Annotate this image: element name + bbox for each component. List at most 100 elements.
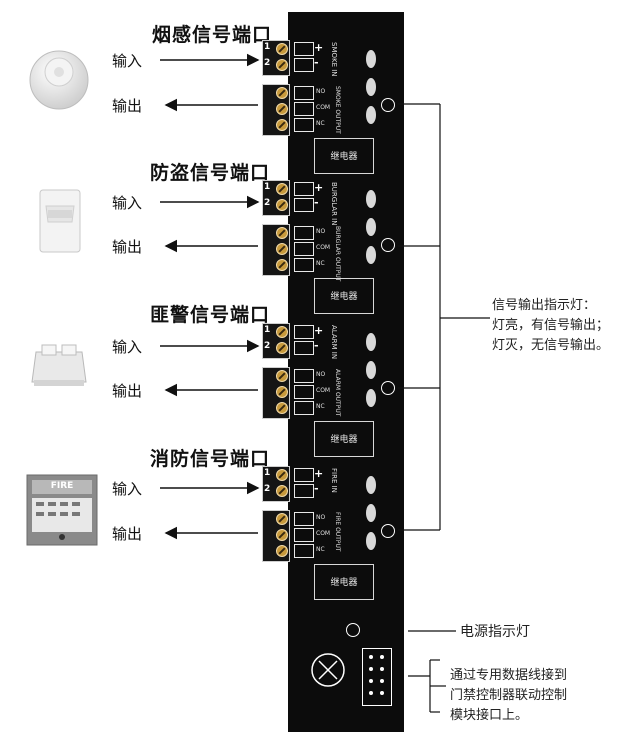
input-label-smoke: 输入 — [112, 52, 143, 70]
status-led-oval — [366, 361, 376, 379]
terminal-screw-icon — [276, 402, 288, 414]
terminal-screw-icon — [276, 386, 288, 398]
output-pin-label: NO — [316, 514, 326, 521]
status-led-oval — [366, 78, 376, 96]
indicator-note-line3: 灯灭，无信号输出。 — [492, 338, 610, 353]
output-pin-box — [294, 528, 314, 542]
terminal-screw-icon — [276, 342, 288, 354]
output-indicator-led — [381, 98, 395, 112]
output-pin-box — [294, 512, 314, 526]
connector-note-line2: 门禁控制器联动控制 — [450, 688, 568, 703]
status-led-oval — [366, 476, 376, 494]
status-led-oval — [366, 246, 376, 264]
status-led-oval — [366, 190, 376, 208]
terminal-number: 1 — [264, 42, 271, 52]
input-pin-box — [294, 484, 314, 498]
output-pin-box — [294, 544, 314, 558]
port-title-fire: 消防信号端口 — [150, 448, 271, 470]
smoke-detector-icon — [26, 44, 92, 110]
terminal-screw-icon — [276, 59, 288, 71]
power-led — [346, 623, 360, 637]
output-pin-label: NC — [316, 403, 325, 410]
input-pin-box — [294, 198, 314, 212]
input-tag: BURGLAR IN — [330, 182, 338, 226]
output-pin-box — [294, 86, 314, 100]
output-pin-box — [294, 242, 314, 256]
relay-box: 继电器 — [314, 421, 374, 457]
output-pin-label: COM — [316, 530, 331, 537]
output-pin-label: NO — [316, 88, 326, 95]
indicator-note: 信号输出指示灯： 灯亮，有信号输出； 灯灭，无信号输出。 — [492, 296, 609, 356]
connector-note-line1: 通过专用数据线接到 — [450, 668, 568, 683]
alarm-button-icon — [30, 342, 88, 390]
terminal-number: 1 — [264, 468, 271, 478]
buzzer-icon — [310, 652, 346, 688]
output-indicator-led — [381, 524, 395, 538]
input-tag: ALARM IN — [330, 325, 338, 360]
terminal-screw-icon — [276, 119, 288, 131]
output-pin-label: NO — [316, 371, 326, 378]
terminal-screw-icon — [276, 469, 288, 481]
terminal-screw-icon — [276, 199, 288, 211]
output-pin-box — [294, 369, 314, 383]
input-pin-label: - — [314, 482, 319, 495]
output-indicator-led — [381, 381, 395, 395]
input-label-fire: 输入 — [112, 480, 143, 498]
output-pin-label: NO — [316, 228, 326, 235]
output-tag: ALARM OUTPUT — [334, 369, 341, 417]
input-label-alarm: 输入 — [112, 338, 143, 356]
output-tag: SMOKE OUTPUT — [334, 86, 341, 134]
output-pin-label: COM — [316, 244, 331, 251]
input-pin-label: + — [314, 324, 324, 337]
terminal-number: 2 — [264, 341, 271, 351]
connector-note: 通过专用数据线接到 门禁控制器联动控制 模块接口上。 — [450, 666, 567, 726]
terminal-screw-icon — [276, 43, 288, 55]
output-pin-label: NC — [316, 546, 325, 553]
input-pin-label: - — [314, 196, 319, 209]
output-pin-box — [294, 226, 314, 240]
status-led-oval — [366, 218, 376, 236]
input-label-burglar: 输入 — [112, 194, 143, 212]
terminal-number: 1 — [264, 325, 271, 335]
status-led-oval — [366, 333, 376, 351]
status-led-oval — [366, 389, 376, 407]
terminal-screw-icon — [276, 485, 288, 497]
input-pin-box — [294, 325, 314, 339]
terminal-screw-icon — [276, 243, 288, 255]
indicator-note-line2: 灯亮，有信号输出； — [492, 318, 610, 333]
output-pin-label: COM — [316, 387, 331, 394]
relay-box: 继电器 — [314, 278, 374, 314]
input-terminal-block — [262, 40, 290, 76]
data-connector — [362, 648, 392, 706]
input-pin-label: + — [314, 41, 324, 54]
terminal-screw-icon — [276, 326, 288, 338]
output-tag: BURGLAR OUTPUT — [334, 226, 341, 282]
output-label-alarm: 输出 — [112, 382, 143, 400]
indicator-note-line1: 信号输出指示灯： — [492, 298, 597, 313]
output-pin-box — [294, 258, 314, 272]
terminal-number: 2 — [264, 484, 271, 494]
input-pin-box — [294, 58, 314, 72]
input-pin-label: - — [314, 339, 319, 352]
relay-box: 继电器 — [314, 138, 374, 174]
power-led-label: 电源指示灯 — [460, 624, 530, 640]
terminal-screw-icon — [276, 529, 288, 541]
input-pin-box — [294, 42, 314, 56]
terminal-screw-icon — [276, 183, 288, 195]
status-led-oval — [366, 50, 376, 68]
port-title-alarm: 匪警信号端口 — [150, 304, 271, 326]
input-pin-box — [294, 341, 314, 355]
output-label-smoke: 输出 — [112, 97, 143, 115]
output-label-fire: 输出 — [112, 525, 143, 543]
output-label-burglar: 输出 — [112, 238, 143, 256]
terminal-screw-icon — [276, 370, 288, 382]
terminal-screw-icon — [276, 259, 288, 271]
input-pin-box — [294, 182, 314, 196]
output-pin-box — [294, 401, 314, 415]
input-tag: FIRE IN — [330, 468, 338, 493]
terminal-number: 2 — [264, 58, 271, 68]
input-tag: SMOKE IN — [330, 42, 338, 77]
terminal-number: 2 — [264, 198, 271, 208]
input-pin-box — [294, 468, 314, 482]
